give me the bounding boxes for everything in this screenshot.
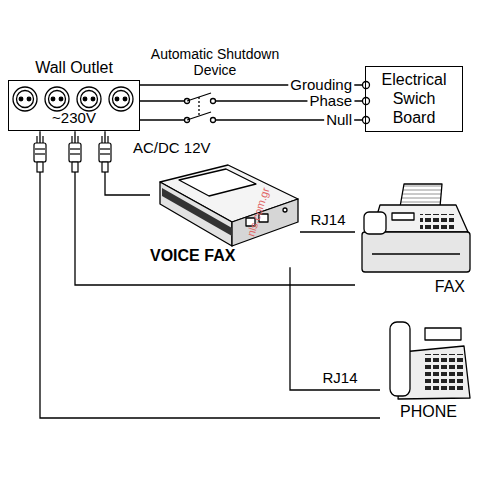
switch-link <box>198 97 199 116</box>
plug-sleeve <box>72 162 78 172</box>
plug-rib <box>35 148 45 149</box>
plug-rib <box>35 153 45 154</box>
plug <box>99 136 111 172</box>
wire-name: Grouding <box>288 77 354 93</box>
fax-slot <box>372 253 460 254</box>
terminal <box>363 82 370 89</box>
switch-contact <box>211 99 216 104</box>
fax-node: FAX <box>355 188 473 300</box>
plug-rib <box>100 153 110 154</box>
plug-pin <box>101 136 102 143</box>
fax-keypad <box>420 214 454 229</box>
telephone <box>390 322 470 399</box>
socket-inner <box>49 91 66 108</box>
plug-sleeve <box>37 162 43 172</box>
phone-display <box>425 328 461 340</box>
plug-body <box>69 143 81 162</box>
wall-outlet-node: Wall Outlet~230V <box>8 58 140 131</box>
socket <box>109 87 133 111</box>
outlet-heading: Wall Outlet <box>8 58 140 80</box>
fax-machine <box>362 184 470 272</box>
plug-rib <box>70 148 80 149</box>
socket-hole <box>59 97 63 101</box>
socket-inner <box>17 91 34 108</box>
outlet-frame: ~230V <box>8 80 140 131</box>
socket-hole <box>91 97 95 101</box>
connector-type: Null <box>324 112 354 128</box>
socket <box>77 87 101 111</box>
plug-pin <box>107 136 108 143</box>
socket-row <box>13 87 133 111</box>
power-jack <box>283 208 287 212</box>
device-label: FAX <box>435 277 473 300</box>
socket-hole <box>123 97 127 101</box>
plug-pin <box>77 136 78 143</box>
connector-type: RJ14 <box>308 212 347 228</box>
switch-gap <box>184 93 216 127</box>
shutdown-switch <box>184 93 216 127</box>
fax-paper <box>400 184 442 207</box>
connector-type: RJ14 <box>320 370 359 386</box>
wire <box>290 267 380 390</box>
voice-fax-device <box>160 165 298 246</box>
wire <box>300 231 355 232</box>
wire <box>40 131 380 418</box>
fax-body <box>362 232 470 272</box>
plug-sleeve <box>102 162 108 172</box>
device-label: PHONE <box>380 402 475 423</box>
socket-inner <box>113 91 130 108</box>
socket-hole <box>115 97 119 101</box>
power-label: AC/DC 12V <box>133 140 211 156</box>
terminals <box>363 82 370 124</box>
plug-pin <box>42 136 43 143</box>
switch-board-node: Electrical Swich Board <box>365 66 463 132</box>
plug-pin <box>36 136 37 143</box>
terminal <box>363 98 370 105</box>
wire-name: Phase <box>307 93 354 109</box>
plug-body <box>34 143 46 162</box>
plug-pin <box>71 136 72 143</box>
socket-hole <box>27 97 31 101</box>
socket-inner <box>81 91 98 108</box>
phone-keypad <box>424 354 464 390</box>
fax-handset <box>364 212 386 234</box>
phone-handset <box>390 322 410 396</box>
socket-hole <box>83 97 87 101</box>
board-label: Electrical Swich Board <box>366 67 462 131</box>
terminal <box>363 117 370 124</box>
plug-rib <box>100 148 110 149</box>
device-stripe <box>162 188 232 236</box>
wire <box>75 131 355 285</box>
socket-hole <box>51 97 55 101</box>
socket-hole <box>19 97 23 101</box>
device-caption: Automatic Shutdown Device <box>135 46 295 78</box>
plug <box>34 136 46 172</box>
plug <box>69 136 81 172</box>
phone-node: PHONE <box>380 318 475 423</box>
device-window <box>179 169 256 196</box>
plug-rib <box>70 153 80 154</box>
fax-display <box>392 213 414 220</box>
device-label: VOICE FAX <box>150 246 300 267</box>
socket <box>45 87 69 111</box>
switch-contact <box>211 118 216 123</box>
socket <box>13 87 37 111</box>
plug-body <box>99 143 111 162</box>
voltage-label: ~230V <box>9 81 139 130</box>
voice-fax-node: VOICE FAX <box>150 160 300 267</box>
